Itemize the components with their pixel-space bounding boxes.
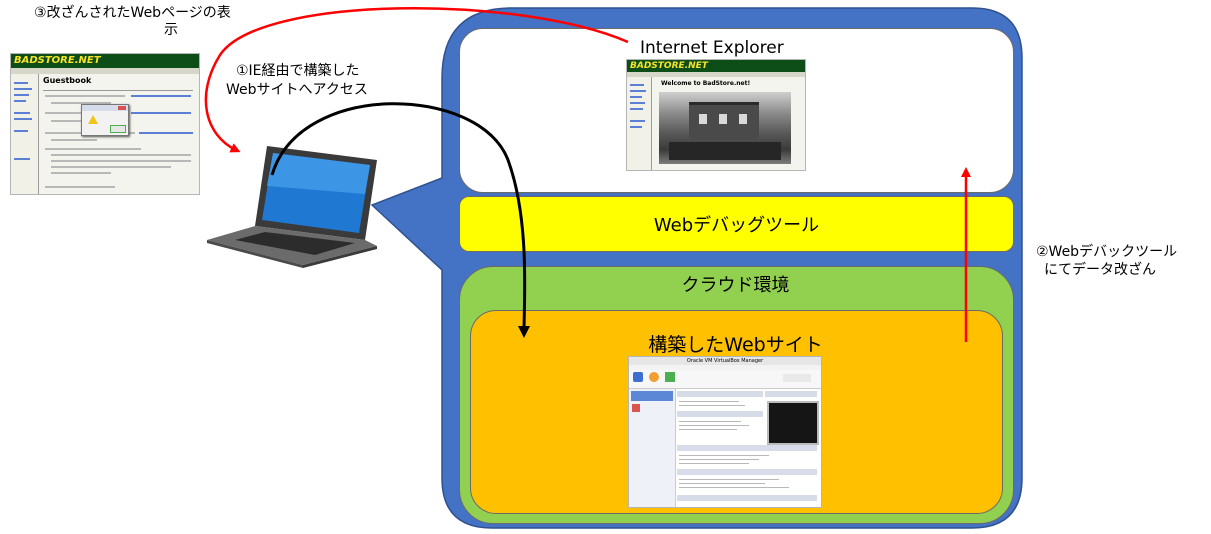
alert-ok-button (110, 125, 126, 133)
step2-label-line2: にてデータ改ざん (1044, 262, 1156, 278)
vm-preview (767, 401, 819, 445)
step3-label-line2: 示 (164, 22, 178, 38)
laptop-icon (207, 146, 377, 268)
step2-label-line1: ②Webデバックツール (1036, 244, 1178, 260)
guestbook-title: Guestbook (43, 76, 92, 85)
cloud-environment-label: クラウド環境 (681, 275, 790, 296)
warning-icon (88, 115, 98, 124)
internet-explorer-label: Internet Explorer (640, 38, 784, 58)
web-debug-tool-panel: Webデバッグツール (459, 196, 1014, 252)
new-vm-icon (633, 372, 643, 382)
built-website-label: 構築したWebサイト (648, 334, 823, 356)
store-photo (659, 92, 791, 164)
tamper-return-arrow (204, 7, 629, 153)
step1-label-line2: Webサイトへアクセス (226, 82, 368, 98)
tampered-guestbook-screenshot: BADSTORE.NET Guestbook (10, 53, 200, 195)
badstore-logo: BADSTORE.NET (627, 60, 805, 72)
step1-label-line1: ①IE経由で構築した (236, 63, 360, 79)
web-debug-tool-label: Webデバッグツール (653, 215, 820, 236)
vm-icon (632, 404, 640, 412)
badstore-logo-tampered: BADSTORE.NET (11, 54, 199, 68)
step3-label-line1: ③改ざんされたWebページの表 (34, 5, 231, 21)
alert-dialog (81, 104, 129, 136)
welcome-title: Welcome to BadStore.net! (661, 80, 751, 87)
settings-icon (649, 372, 659, 382)
start-icon (665, 372, 675, 382)
access-arrow (270, 102, 531, 338)
virtualbox-manager-screenshot: Oracle VM VirtualBox Manager (628, 356, 822, 508)
vbox-title: Oracle VM VirtualBox Manager (629, 357, 821, 365)
badstore-welcome-screenshot: BADSTORE.NET Welcome to BadStore.net! (626, 59, 806, 171)
